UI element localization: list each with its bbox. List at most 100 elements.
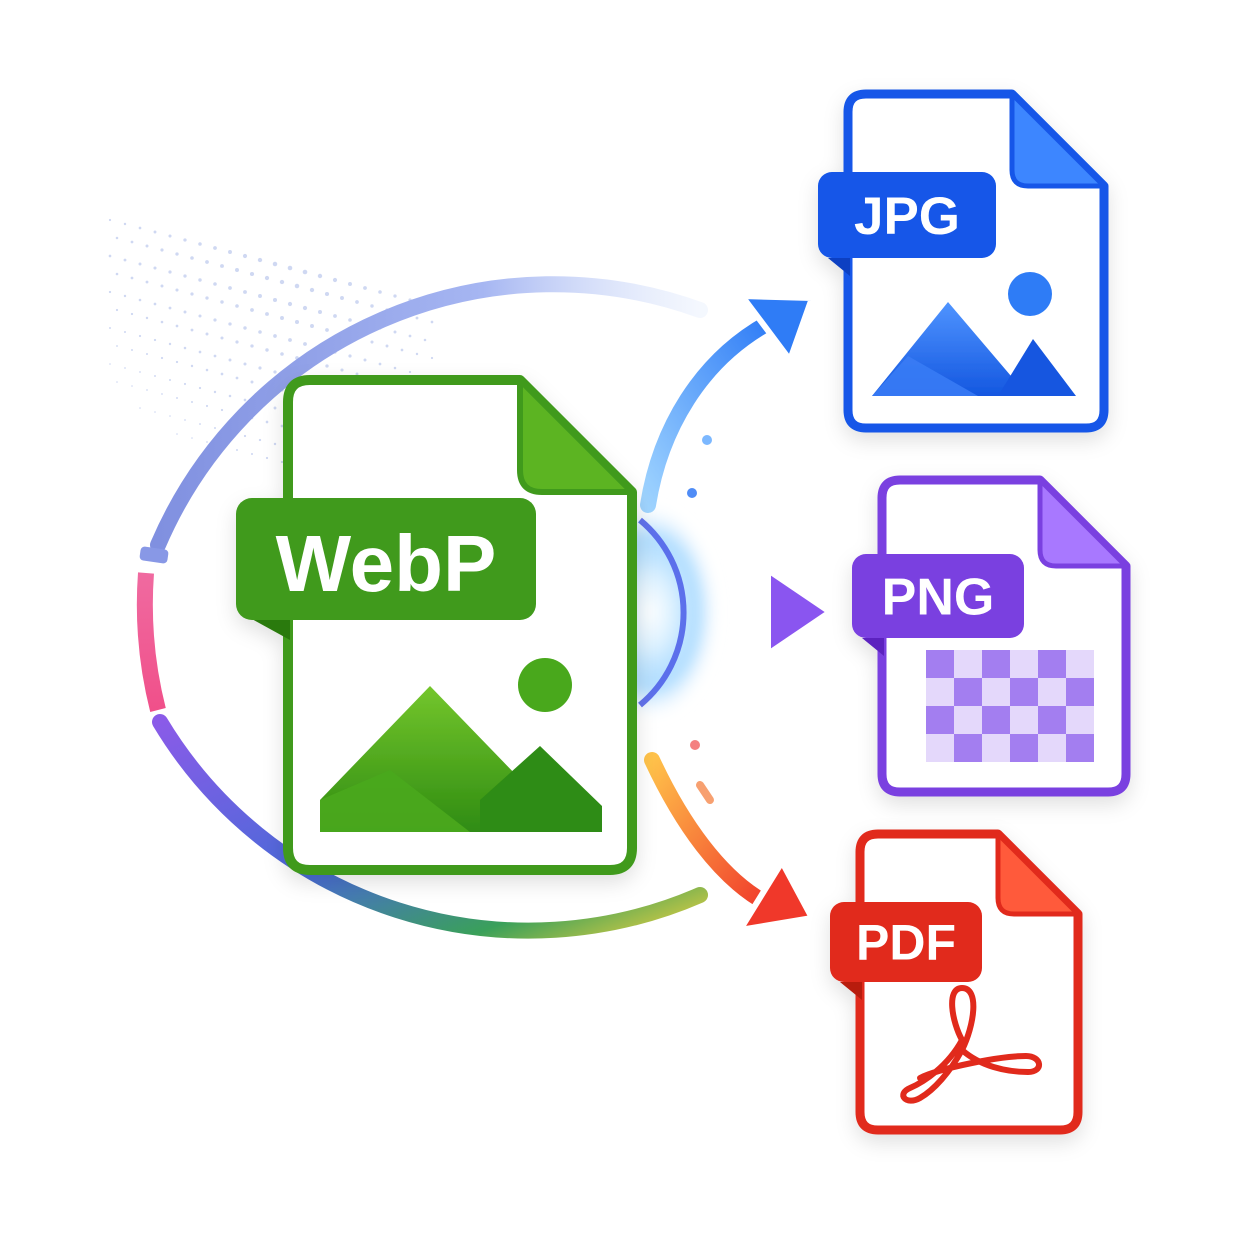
halftone-dot — [348, 354, 352, 358]
halftone-dot — [280, 352, 284, 356]
halftone-dot — [176, 433, 178, 435]
halftone-dot — [228, 322, 232, 326]
jpg-label-tab — [828, 258, 850, 276]
halftone-dot — [393, 366, 397, 370]
halftone-dot — [242, 253, 248, 259]
halftone-dot — [139, 407, 141, 409]
transparency-grid-icon — [926, 650, 1094, 762]
halftone-dot — [168, 342, 172, 346]
halftone-dot — [145, 280, 149, 284]
pdf-file-fold — [995, 831, 1081, 917]
halftone-dot — [280, 424, 284, 428]
halftone-dot — [123, 258, 127, 262]
conversion-ring — [136, 276, 708, 939]
halftone-dot — [243, 398, 247, 402]
halftone-dot — [130, 312, 134, 316]
halftone-dot — [175, 360, 179, 364]
halftone-dot — [265, 456, 269, 460]
halftone-dot — [273, 442, 277, 446]
halftone-dot — [324, 291, 330, 297]
halftone-dot — [272, 261, 278, 267]
halftone-dot — [228, 250, 232, 254]
halftone-dot — [213, 354, 217, 358]
halftone-dot — [415, 352, 419, 356]
halftone-dot — [160, 284, 164, 288]
halftone-dot — [190, 292, 194, 296]
halftone-dot — [213, 246, 217, 250]
halftone-dot — [138, 334, 142, 338]
halftone-dot — [332, 277, 338, 283]
ring-segment-top — [150, 276, 708, 553]
halftone-dot — [115, 308, 119, 312]
halftone-dot — [123, 222, 127, 226]
halftone-dot — [108, 290, 112, 294]
halftone-dot — [198, 386, 202, 390]
halftone-dot — [310, 324, 314, 328]
halftone-dot — [385, 344, 389, 348]
dot-pdf-1 — [690, 740, 700, 750]
halftone-dot — [250, 452, 254, 456]
pdf-label-badge — [830, 902, 982, 982]
halftone-dot — [138, 226, 142, 230]
pdf-label-tab — [840, 982, 862, 1000]
halftone-dot — [183, 238, 187, 242]
halftone-dot — [243, 326, 247, 330]
arrowhead-jpg-icon — [739, 293, 815, 363]
png-label-tab — [862, 638, 884, 656]
halftone-dot — [145, 316, 149, 320]
halftone-dot — [183, 274, 187, 278]
halftone-dot — [190, 400, 194, 404]
halftone-dot — [131, 385, 133, 387]
halftone-dot — [309, 287, 315, 293]
halftone-dot — [378, 290, 382, 294]
halftone-dot — [160, 248, 164, 252]
halftone-dot — [340, 368, 344, 372]
halftone-dot — [205, 368, 209, 372]
halftone-dot — [288, 338, 292, 342]
halftone-dot — [139, 371, 141, 373]
halftone-dot — [198, 350, 202, 354]
halftone-dot — [235, 268, 239, 272]
halftone-dot — [250, 308, 254, 312]
webp-file-fold — [517, 377, 635, 495]
halftone-dot — [198, 278, 202, 282]
halftone-dot — [317, 273, 323, 279]
halftone-dot — [213, 318, 217, 322]
halftone-dot — [220, 264, 224, 268]
halftone-dot — [243, 290, 247, 294]
halftone-dot — [124, 367, 126, 369]
jpg-target-file: JPG — [818, 89, 1109, 433]
halftone-dot — [348, 282, 352, 286]
jpg-label: JPG — [854, 187, 960, 246]
halftone-dot — [175, 288, 179, 292]
halftone-dot — [220, 300, 224, 304]
halftone-dot — [145, 352, 149, 356]
halftone-dot — [265, 420, 269, 424]
halftone-dot — [264, 275, 270, 281]
halftone-dot — [257, 257, 263, 263]
halftone-dot — [153, 302, 157, 306]
halftone-dot — [415, 316, 419, 320]
halftone-dot — [228, 394, 232, 398]
halftone-dot — [214, 427, 216, 429]
halftone-dot — [168, 270, 172, 274]
halftone-dot — [430, 356, 434, 360]
dot-jpg-1 — [702, 435, 712, 445]
halftone-dot — [273, 406, 277, 410]
halftone-dot — [258, 330, 262, 334]
halftone-dot — [302, 305, 308, 311]
arrowhead-png-icon — [765, 567, 833, 657]
halftone-dot — [220, 408, 224, 412]
halftone-dot — [205, 260, 209, 264]
halftone-dot — [430, 320, 434, 324]
halftone-dot — [138, 262, 142, 266]
halftone-dot — [168, 378, 172, 382]
png-label-badge — [852, 554, 1024, 638]
halftone-dot — [333, 314, 337, 318]
halftone-dot — [378, 362, 382, 366]
halftone-dot — [153, 230, 157, 234]
halftone-dot — [198, 314, 202, 318]
halftone-dot — [168, 306, 172, 310]
halftone-dot — [115, 236, 119, 240]
